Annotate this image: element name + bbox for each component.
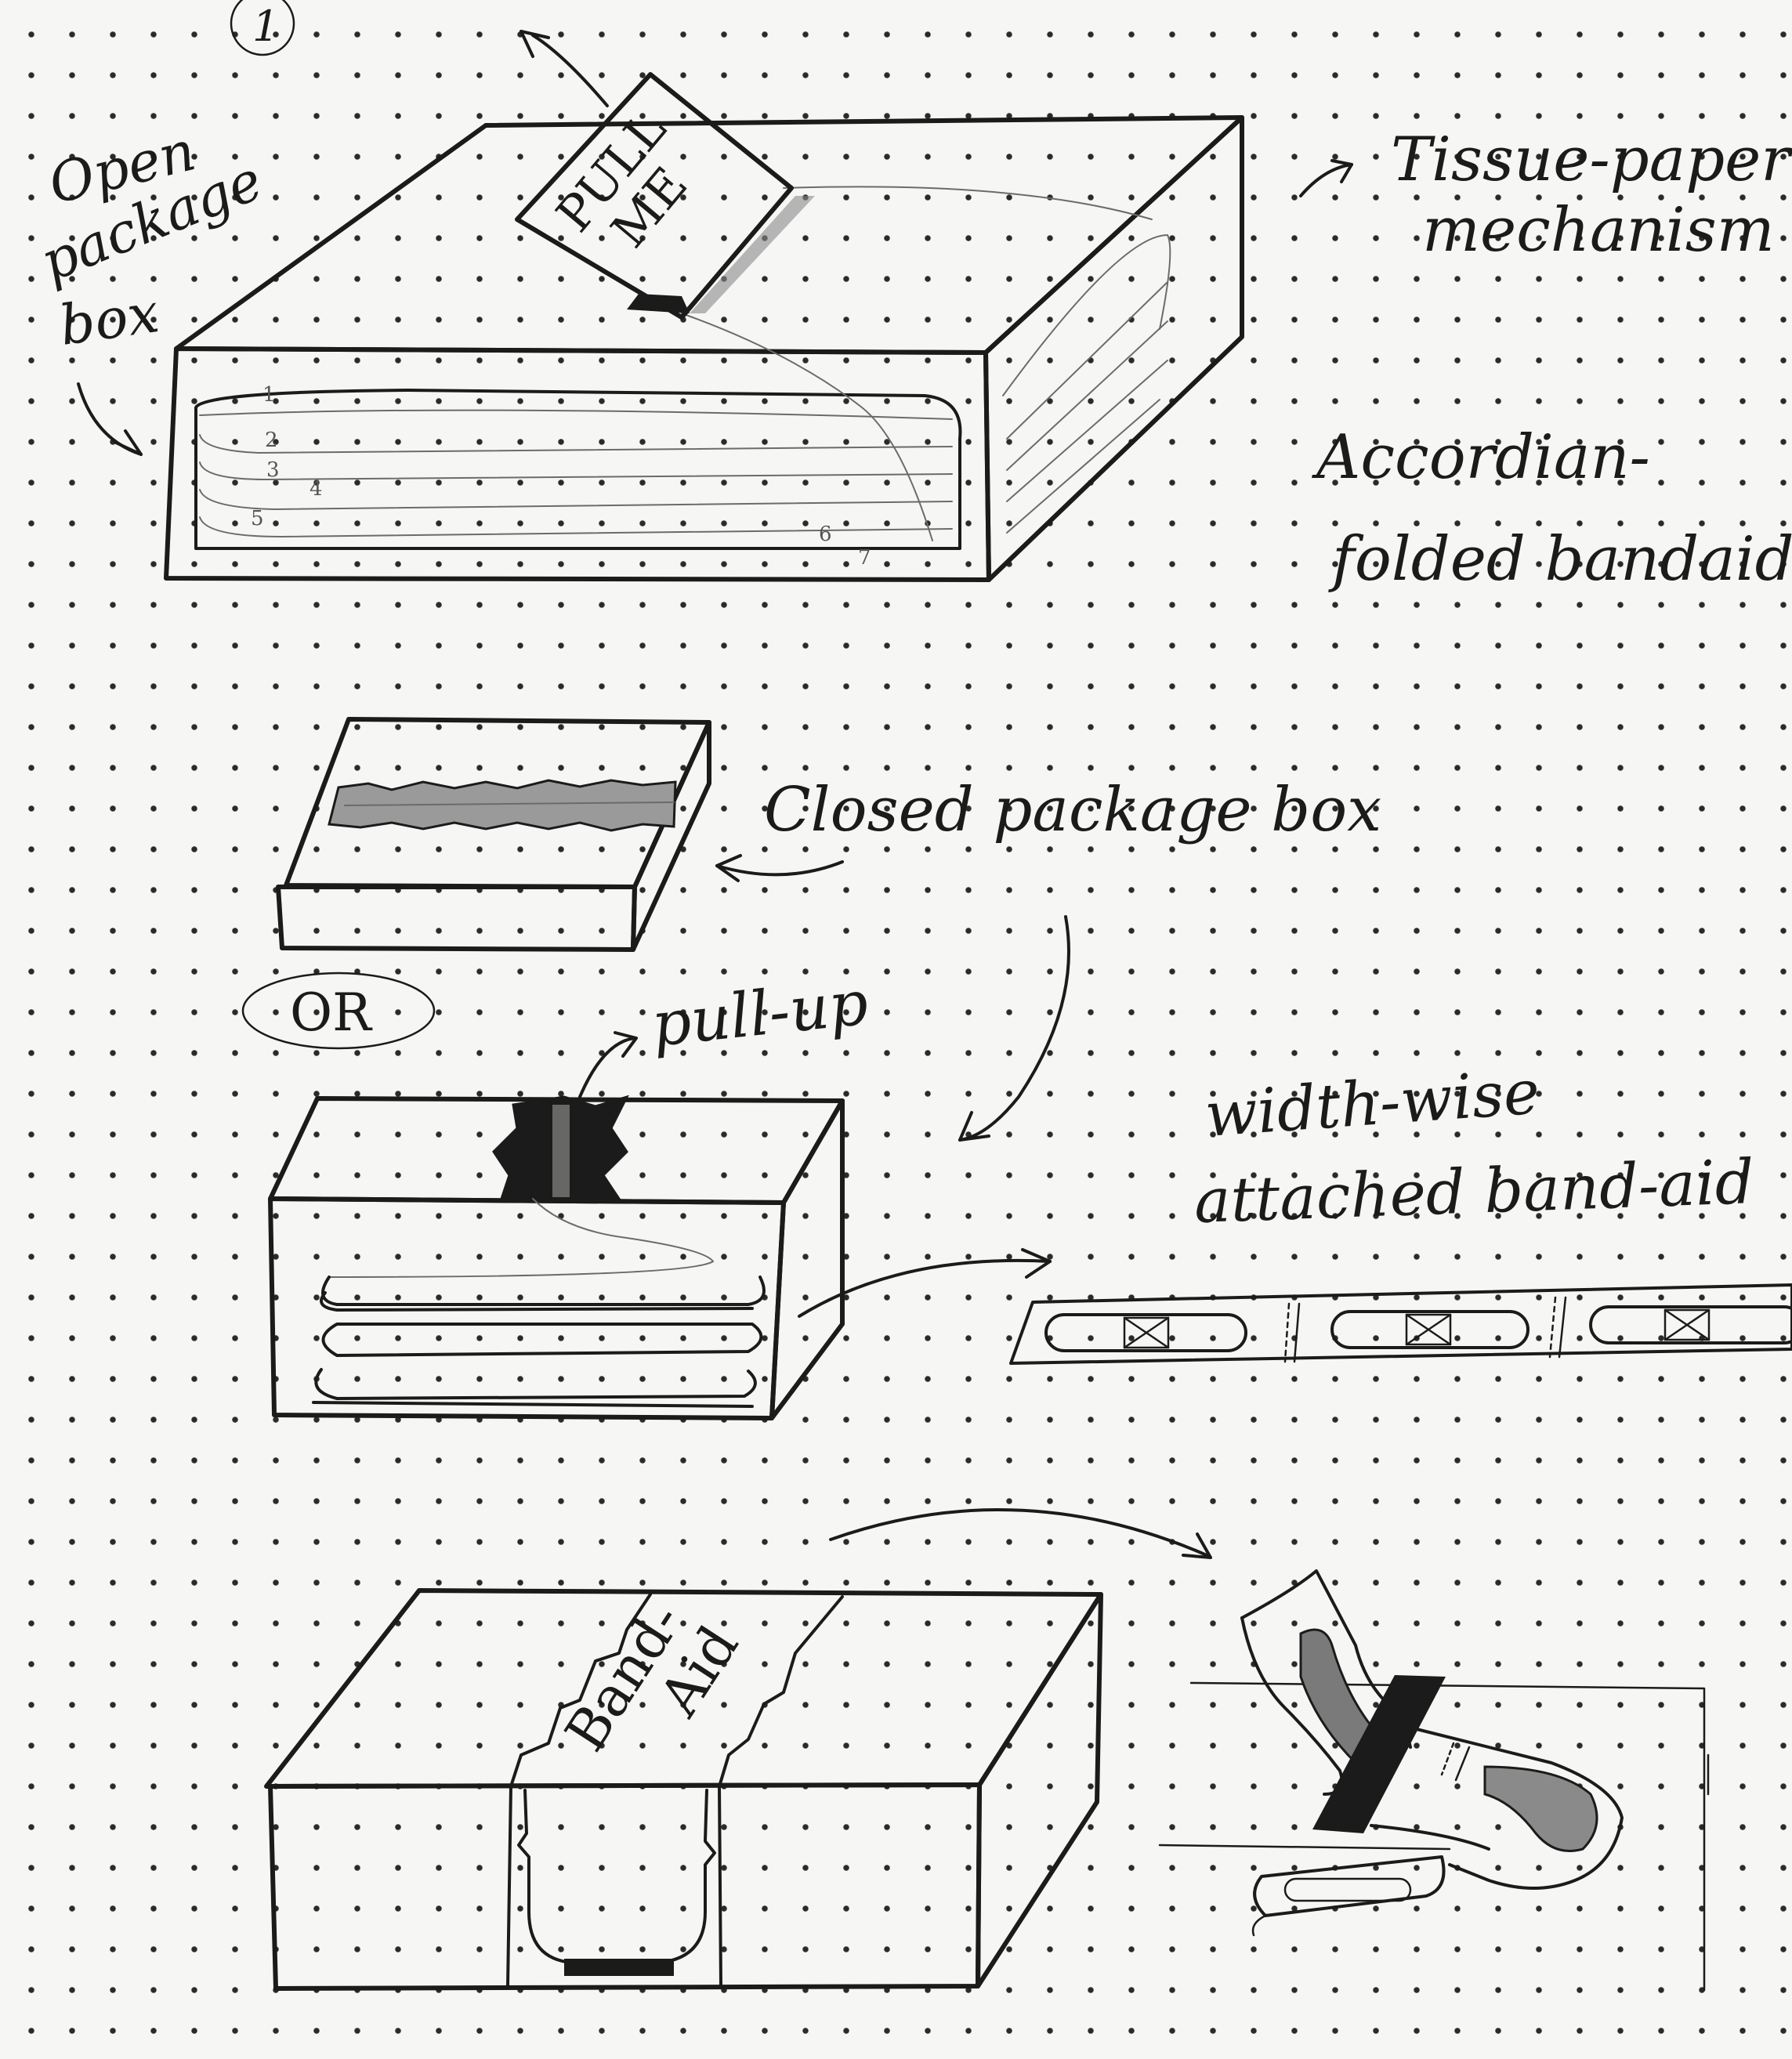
closed-box-label: Closed package box xyxy=(715,775,1381,882)
fold-number-4: 4 xyxy=(310,477,323,501)
accordion-label-line-1: Accordian- xyxy=(1312,422,1650,493)
open-box-label: Open package box xyxy=(32,118,271,456)
pull-me-tab: PULL ME xyxy=(515,30,815,320)
dispenser-closeup xyxy=(1158,1569,1710,1992)
closed-package-box xyxy=(276,717,711,952)
width-wise-label: width-wise attached band-aid xyxy=(1193,1057,1756,1237)
bandaid-strip xyxy=(1009,1283,1792,1365)
tissue-label-line-2: mechanism xyxy=(1422,195,1775,266)
arrow-closed-to-strip xyxy=(958,915,1070,1142)
arrow-to-dispenser xyxy=(829,1508,1212,1559)
closed-box-text: Closed package box xyxy=(764,775,1381,845)
fold-number-5: 5 xyxy=(251,507,264,530)
or-text: OR xyxy=(290,982,373,1043)
or-mark: OR xyxy=(241,972,436,1050)
width-wise-line-2: attached band-aid xyxy=(1193,1147,1756,1237)
arrow-box-to-strip xyxy=(798,1248,1052,1318)
fold-number-3: 3 xyxy=(266,458,280,482)
fold-number-1: 1 xyxy=(262,383,276,407)
tissue-label-line-1: Tissue-paper xyxy=(1391,125,1792,195)
fold-number-6: 6 xyxy=(819,523,832,546)
bandaid-box: Band- Aid xyxy=(264,1588,1103,1991)
fold-number-2: 2 xyxy=(265,429,278,452)
open-box-label-line-3: box xyxy=(56,280,163,358)
accordion-label: Accordian- folded bandaid xyxy=(1312,422,1792,595)
open-package-box: 1 2 3 4 5 6 7 xyxy=(164,115,1244,582)
width-wise-line-1: width-wise xyxy=(1203,1057,1542,1151)
accordion-label-line-2: folded bandaid xyxy=(1328,524,1792,595)
fold-number-7: 7 xyxy=(858,546,871,570)
pull-up-box xyxy=(268,1095,845,1420)
pull-up-label: pull-up xyxy=(578,968,871,1098)
pull-up-text: pull-up xyxy=(649,968,871,1060)
sheet-number: 1 xyxy=(252,2,279,51)
sheet-number-mark: 1 xyxy=(230,0,295,56)
tissue-mechanism-label: Tissue-paper mechanism xyxy=(1299,125,1792,266)
